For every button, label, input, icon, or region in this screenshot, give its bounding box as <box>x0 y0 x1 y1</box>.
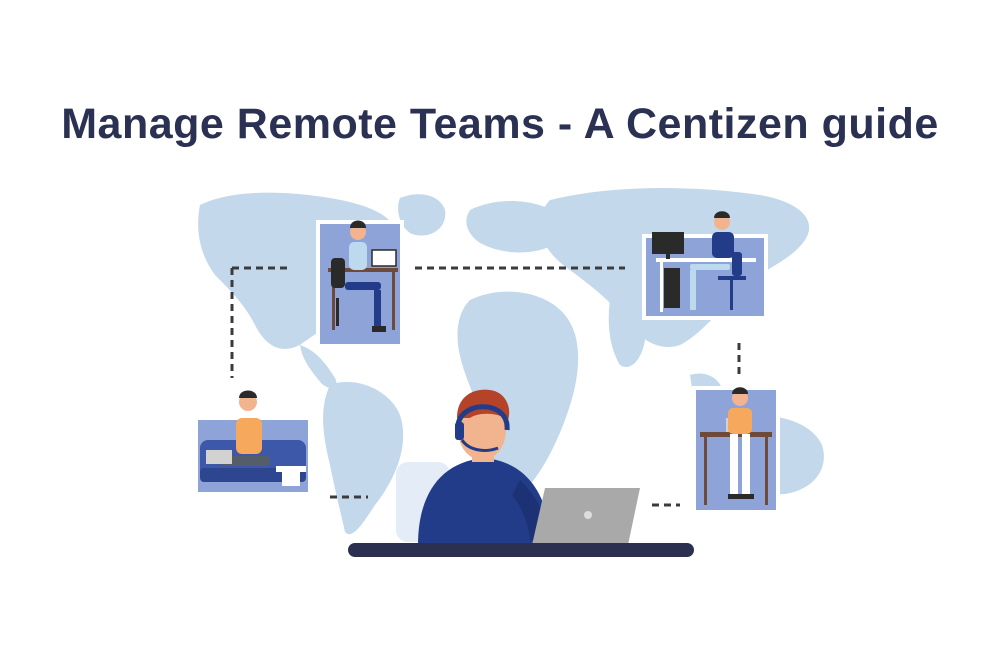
world-map-icon <box>198 188 824 535</box>
worker-at-desk-panel <box>316 220 404 348</box>
worker-with-monitor-panel <box>642 211 768 320</box>
central-agent-icon <box>348 389 694 557</box>
connector-lines <box>230 266 741 507</box>
page-title: Manage Remote Teams - A Centizen guide <box>61 100 939 148</box>
worker-on-sofa-panel <box>194 390 312 496</box>
worker-at-bar-stool-panel <box>692 386 780 514</box>
